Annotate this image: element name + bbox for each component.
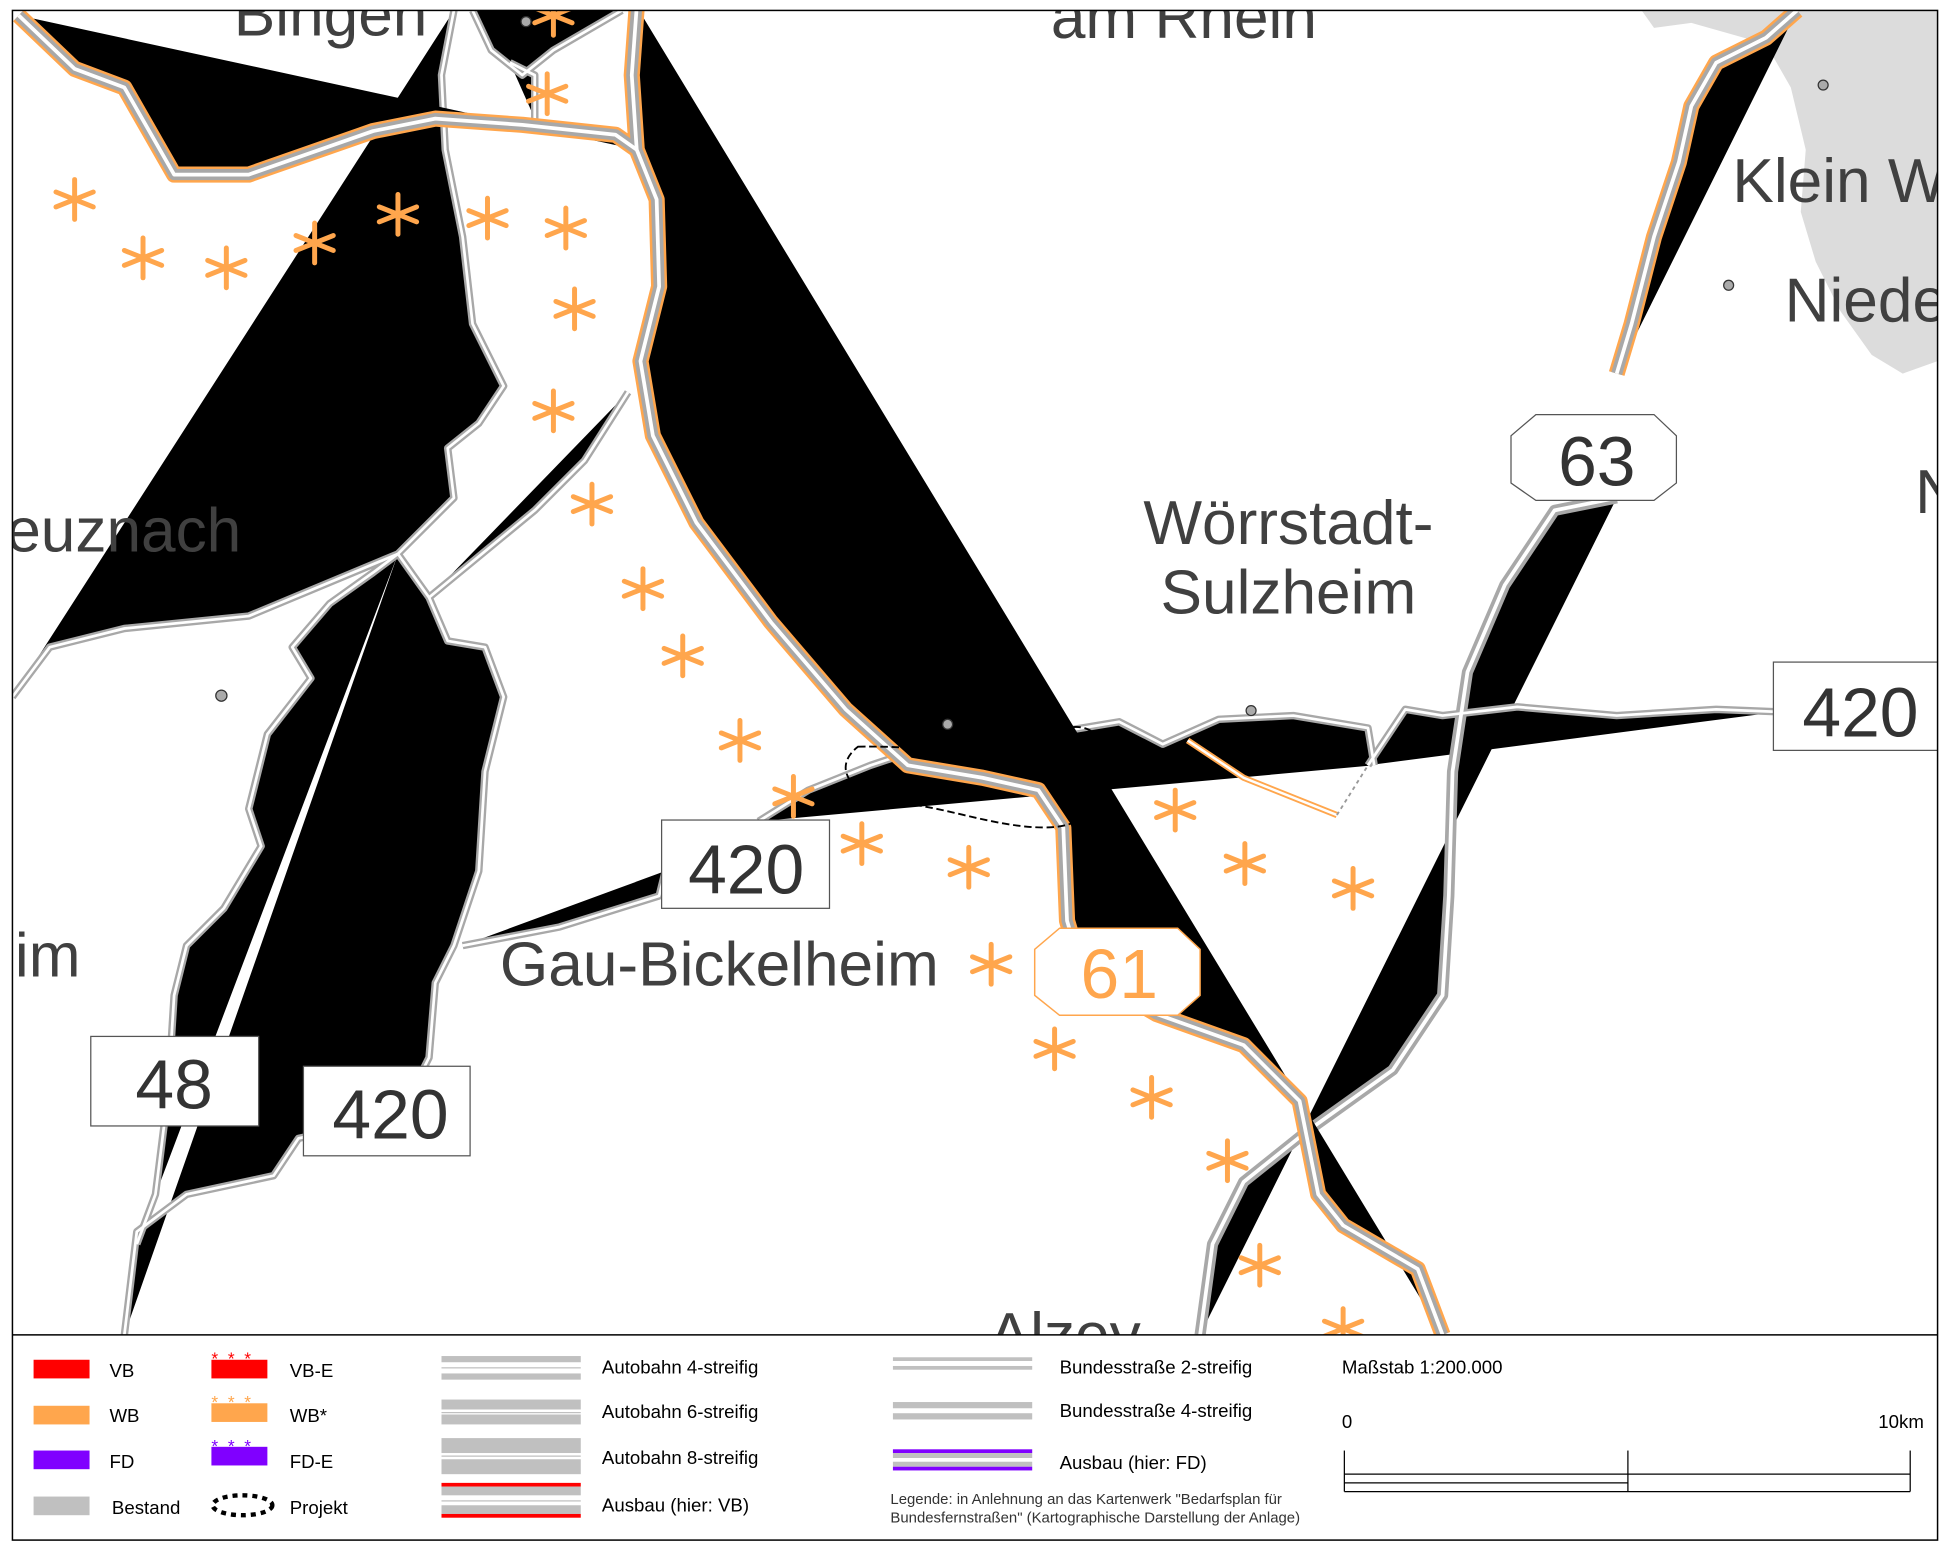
legend-vb-e: VB-E [290, 1360, 334, 1381]
svg-text:Ausbau (hier: VB): Ausbau (hier: VB) [602, 1494, 749, 1515]
label-kreuznach: euznach [6, 496, 241, 565]
legend-vb: VB [109, 1360, 134, 1381]
svg-text:* * *: * * * [211, 1392, 251, 1412]
legend-bundes-2: Bundesstraße 2-streifig [892, 1356, 1253, 1377]
urban-area [1641, 10, 1938, 374]
scale-bar: Maßstab 1:200.000 0 10km [1342, 1356, 1924, 1493]
label-n: N [1915, 458, 1950, 527]
svg-text:48: 48 [135, 1046, 212, 1124]
legend: VB WB FD Bestand * * * VB-E * * * WB* * … [33, 1349, 1924, 1527]
project-boundary [844, 726, 1104, 829]
legend-note-line2: Bundesfernstraßen" (Kartographische Dars… [890, 1510, 1300, 1527]
shield-a61: 61 [1033, 927, 1201, 1017]
legend-wb-star: WB* [290, 1405, 327, 1426]
shield-b48: 48 [90, 1035, 260, 1127]
legend-bundes-4: Bundesstraße 4-streifig [892, 1400, 1253, 1421]
legend-fd-e: FD-E [290, 1451, 334, 1472]
legend-swatch-bestand [33, 1496, 90, 1516]
legend-autobahn-4: Autobahn 4-streifig [441, 1356, 758, 1380]
legend-bestand: Bestand [112, 1497, 180, 1518]
legend-ausbau-fd: Ausbau (hier: FD) [892, 1449, 1207, 1473]
svg-text:420: 420 [332, 1075, 448, 1153]
shield-a63: 63 [1510, 413, 1678, 502]
legend-swatch-wb [33, 1405, 90, 1425]
legend-fd: FD [109, 1451, 134, 1472]
legend-ausbau-vb: Ausbau (hier: VB) [441, 1482, 749, 1518]
svg-text:Autobahn 4-streifig: Autobahn 4-streifig [602, 1356, 758, 1377]
label-alzey: Alzey [989, 1301, 1141, 1370]
label-gau-bickelheim: Gau-Bickelheim [500, 930, 939, 999]
label-sulzheim: Sulzheim [1161, 559, 1417, 628]
svg-text:* * *: * * * [211, 1436, 251, 1456]
svg-text:Bundesstraße 4-streifig: Bundesstraße 4-streifig [1060, 1400, 1253, 1421]
svg-text:Bundesstraße 2-streifig: Bundesstraße 2-streifig [1060, 1356, 1253, 1377]
svg-text:61: 61 [1081, 935, 1158, 1013]
legend-swatch-vb [33, 1359, 90, 1379]
label-woerrstadt: Wörrstadt- [1143, 489, 1433, 558]
shield-b420-center: 420 [660, 819, 831, 909]
shield-b420-east: 420 [1772, 661, 1938, 752]
legend-autobahn-6: Autobahn 6-streifig [441, 1399, 758, 1425]
label-im: im [15, 922, 81, 991]
scale-title: Maßstab 1:200.000 [1342, 1356, 1503, 1377]
svg-text:Autobahn 6-streifig: Autobahn 6-streifig [602, 1401, 758, 1422]
label-klein-w: Klein W [1732, 147, 1947, 216]
label-am-rhein: am Rhein [1051, 0, 1317, 52]
legend-projekt: Projekt [290, 1497, 349, 1518]
svg-text:63: 63 [1558, 422, 1635, 500]
village-dots [215, 16, 1829, 730]
motorways [18, 10, 1798, 1335]
svg-text:420: 420 [688, 830, 804, 908]
svg-text:Autobahn 8-streifig: Autobahn 8-streifig [602, 1447, 758, 1468]
legend-wb: WB [109, 1405, 139, 1426]
shield-b420-south: 420 [302, 1065, 471, 1157]
legend-swatch-fd [33, 1450, 90, 1470]
label-bingen: Bingen [234, 0, 428, 49]
label-niede: Niede [1785, 266, 1947, 335]
scale-start: 0 [1342, 1411, 1352, 1432]
legend-autobahn-8: Autobahn 8-streifig [441, 1438, 758, 1475]
svg-text:Ausbau (hier: FD): Ausbau (hier: FD) [1060, 1452, 1207, 1473]
legend-note-line1: Legende: in Anlehnung an das Kartenwerk … [890, 1491, 1282, 1508]
svg-text:420: 420 [1802, 674, 1918, 752]
scale-end: 10km [1878, 1411, 1924, 1432]
svg-text:* * *: * * * [211, 1349, 251, 1369]
